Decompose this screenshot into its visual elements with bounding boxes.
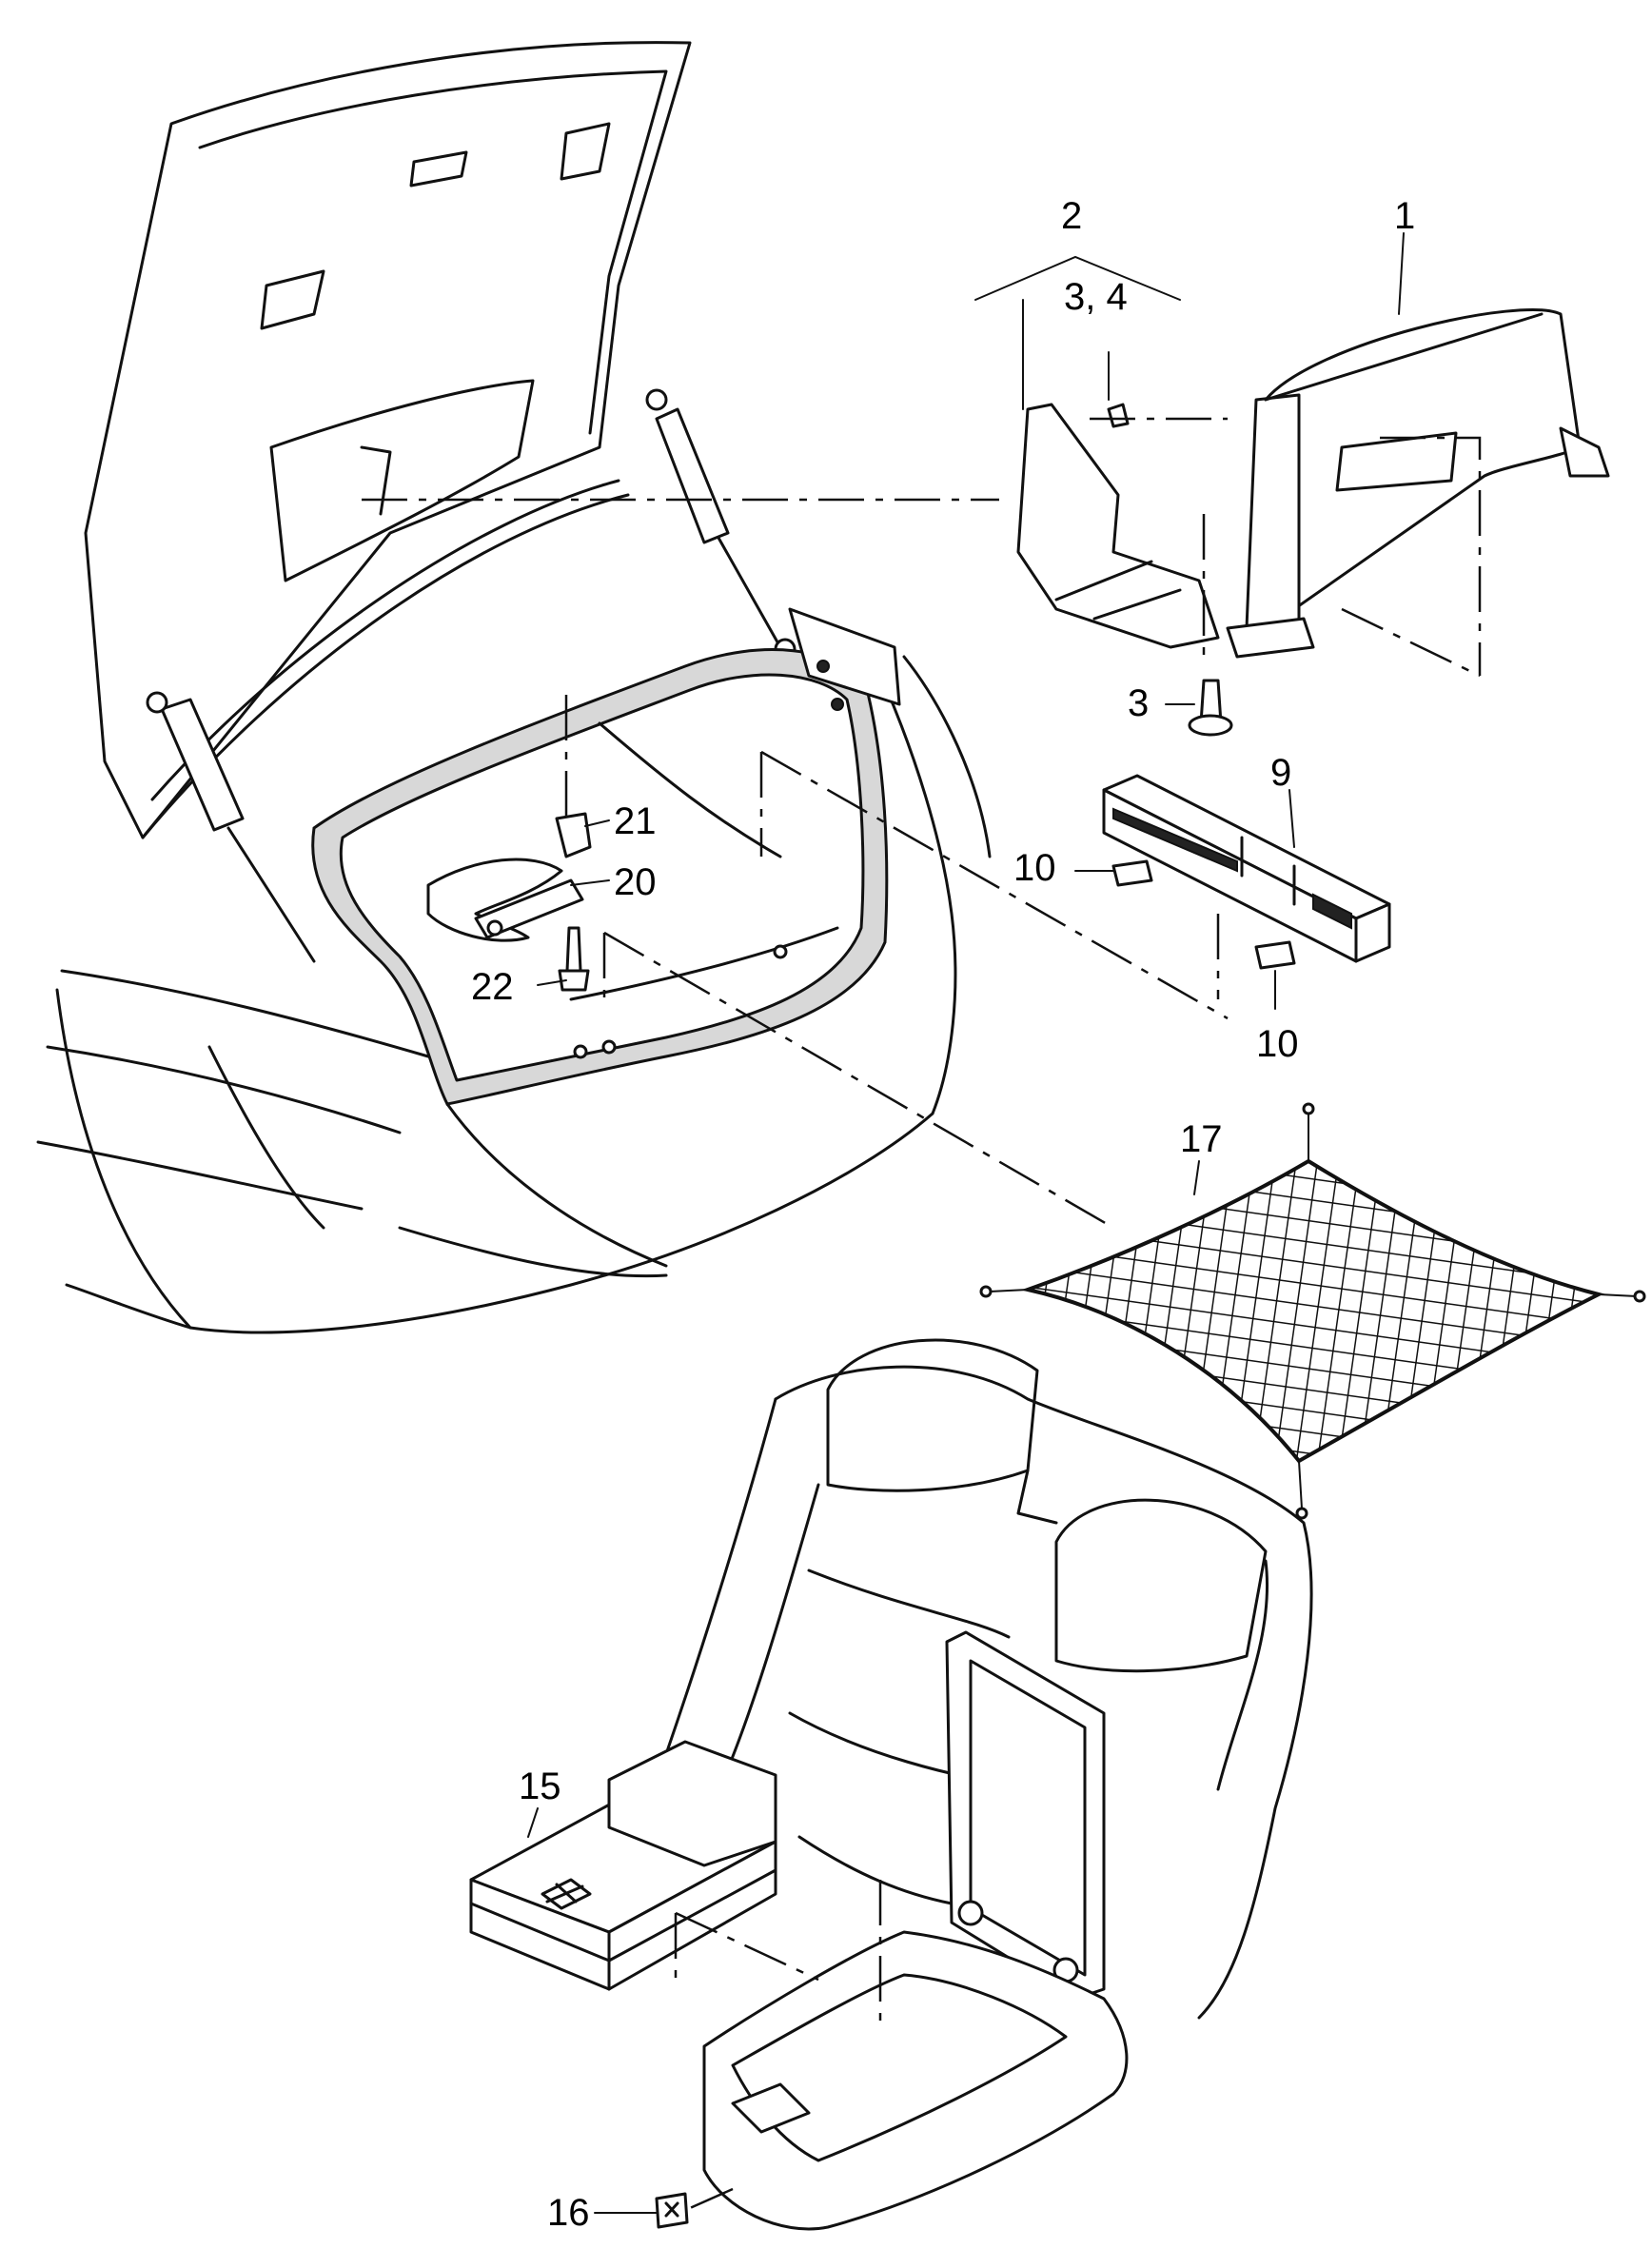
pad-10-upper xyxy=(1111,859,1153,887)
car-rear-body xyxy=(36,41,992,1334)
armrest-lid xyxy=(945,1630,1106,2001)
callout-15: 15 xyxy=(519,1766,561,1807)
gas-strut-right xyxy=(645,388,796,661)
label-16 xyxy=(655,2192,689,2229)
rear-seat xyxy=(645,1338,1313,2231)
leader-lines xyxy=(527,232,1405,2214)
callout-10-upper: 10 xyxy=(1013,847,1056,889)
first-aid-kit-15 xyxy=(469,1740,777,1991)
callout-20: 20 xyxy=(614,861,657,903)
callout-10-lower: 10 xyxy=(1256,1023,1299,1065)
screw-22 xyxy=(558,926,590,992)
callout-16: 16 xyxy=(547,2192,590,2234)
callout-2: 2 xyxy=(1061,195,1082,237)
callout-9: 9 xyxy=(1270,752,1291,794)
pad-10-lower xyxy=(1254,940,1296,970)
callout-22: 22 xyxy=(471,966,514,1008)
clip-21 xyxy=(555,812,592,858)
callout-17: 17 xyxy=(1180,1118,1223,1160)
gas-strut-left xyxy=(146,691,316,963)
luggage-hook-20 xyxy=(426,858,584,942)
pin-3 xyxy=(1188,679,1233,737)
callout-3: 3 xyxy=(1128,682,1149,724)
bracket-part-2 xyxy=(1016,403,1220,649)
callout-1: 1 xyxy=(1394,195,1415,237)
callouts: 1 2 3, 4 3 9 10 10 15 16 17 20 21 22 xyxy=(471,195,1415,2234)
luggage-net-17 xyxy=(979,1102,1646,1520)
callout-21: 21 xyxy=(614,800,657,842)
lid-inner-panel xyxy=(269,379,535,582)
cover-part-1 xyxy=(1226,308,1610,659)
callout-3-4: 3, 4 xyxy=(1064,276,1128,318)
warning-triangle-case-9 xyxy=(1102,774,1391,963)
assembly-lines xyxy=(362,417,1482,2210)
